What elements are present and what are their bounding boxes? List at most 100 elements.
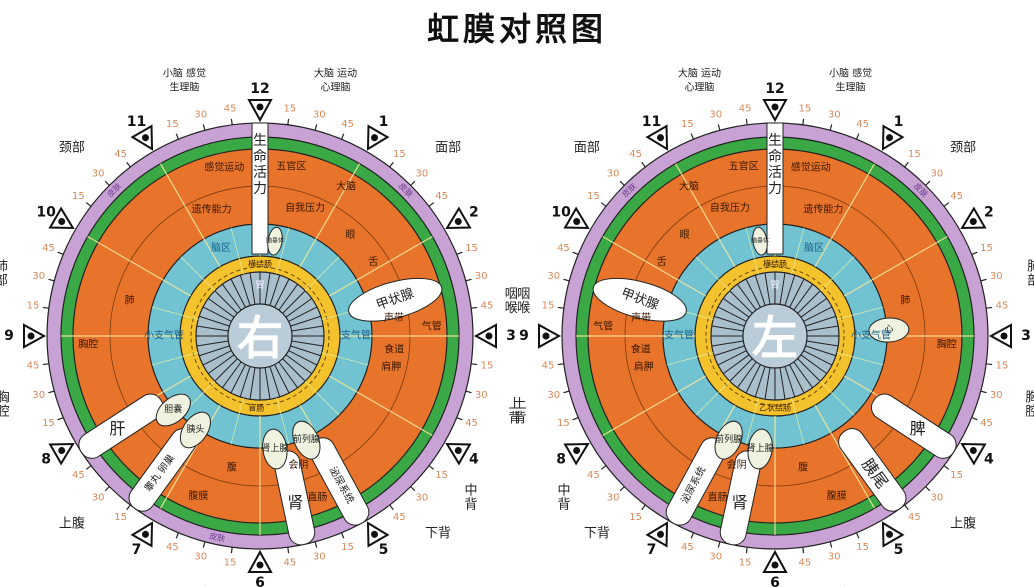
region-label: 面部	[574, 140, 600, 155]
organ-label: 自我压力	[710, 201, 750, 214]
minute-label: 45	[856, 119, 869, 130]
clock-number: 3	[506, 328, 516, 344]
tick-mark	[428, 202, 435, 207]
segment-line	[729, 358, 753, 382]
tick-mark	[314, 124, 318, 131]
organ-capsule	[348, 277, 443, 322]
region-label: 胸	[1025, 390, 1034, 405]
segment-line	[282, 358, 306, 382]
segment-line	[214, 358, 238, 382]
minute-label: 45	[224, 103, 237, 114]
marker-dot	[256, 561, 264, 569]
marker-dot	[657, 530, 664, 538]
minute-label: 45	[166, 542, 179, 553]
segment-line	[269, 274, 281, 306]
marker-dot	[58, 218, 66, 225]
clock-number: 5	[894, 542, 904, 558]
segment-line	[288, 306, 318, 322]
region-label: 咽	[517, 287, 530, 302]
clock-number: 11	[642, 114, 661, 130]
segment-line	[711, 325, 744, 332]
bar-label: 肾	[287, 493, 303, 512]
segment-line	[784, 274, 796, 306]
marker-dot	[969, 218, 977, 225]
minute-label: 15	[481, 360, 494, 371]
minute-label: 15	[341, 542, 354, 553]
white-bar	[870, 393, 957, 459]
region-label: 上	[513, 397, 526, 412]
tick-mark	[104, 180, 110, 186]
tick-mark	[456, 416, 463, 421]
minute-label: 30	[990, 271, 1003, 282]
minute-label: 45	[629, 149, 642, 160]
marker-dot	[142, 530, 149, 538]
organ-label: 直肠	[708, 491, 728, 504]
segment-line	[202, 306, 232, 322]
tick-mark	[904, 161, 909, 168]
marker-dot	[58, 447, 66, 454]
minute-label: 15	[629, 512, 642, 523]
region-label: 面部	[435, 140, 461, 155]
organ-label: 自我压力	[285, 201, 325, 214]
sector-line	[666, 352, 714, 366]
sector-line	[276, 227, 290, 275]
sector-line	[328, 235, 433, 297]
minute-label: 45	[435, 191, 448, 202]
marker-dot	[886, 530, 893, 538]
minute-label: 15	[224, 558, 237, 569]
white-bar-shape	[766, 122, 784, 255]
organ-label: 肺	[900, 295, 910, 307]
minute-label: 30	[547, 271, 560, 282]
minute-label: 15	[908, 149, 921, 160]
tick-mark	[85, 202, 92, 207]
tick-mark	[829, 124, 833, 131]
organ-capsule	[752, 226, 768, 256]
minute-label: 15	[27, 301, 40, 312]
minute-label: 15	[950, 470, 963, 481]
center-side-label: 右	[237, 311, 283, 365]
clock-number: 8	[556, 452, 566, 468]
tick-mark	[126, 161, 131, 168]
organ-label: 感觉运动	[204, 160, 244, 173]
tick-mark	[619, 180, 625, 186]
minute-label: 45	[481, 301, 494, 312]
capsule-label: 胰头	[186, 423, 204, 435]
organ-label: 腹	[798, 461, 808, 474]
organ-capsule	[747, 428, 773, 470]
capsule-label: 肾上腺	[261, 442, 288, 454]
tick-mark	[410, 486, 416, 492]
tick-mark	[855, 133, 860, 140]
minute-label: 15	[587, 191, 600, 202]
sector-line	[819, 256, 855, 292]
region-label: 腔	[0, 404, 10, 419]
minute-label: 15	[465, 243, 478, 254]
tick-mark	[641, 504, 646, 511]
organ-label: 胸腔	[78, 338, 98, 351]
minute-label: 15	[557, 418, 570, 429]
organ-label: 会阴	[727, 458, 747, 471]
marker-dot	[573, 447, 581, 454]
organ-capsule	[714, 420, 743, 460]
organ-label: 遗传能力	[803, 202, 843, 215]
tick-mark	[230, 547, 233, 554]
segment-line	[249, 272, 256, 305]
minute-label: 45	[72, 470, 85, 481]
clock-number: 9	[519, 328, 529, 344]
segment-line	[269, 366, 281, 398]
segment-line	[221, 361, 242, 389]
marker-dot	[771, 561, 779, 569]
organ-label: 小支气管	[144, 329, 184, 342]
minute-label: 30	[92, 492, 105, 503]
organ-label: 食道	[384, 343, 404, 356]
segment-line	[214, 290, 238, 314]
segment-line	[239, 366, 251, 398]
tick-mark	[85, 465, 92, 470]
minute-label: 30	[416, 492, 429, 503]
sector-line	[230, 397, 244, 445]
tick-mark	[104, 486, 110, 492]
minute-label: 30	[194, 552, 207, 563]
segment-line	[803, 350, 833, 366]
clock-number: 4	[469, 452, 479, 468]
clock-number: 11	[127, 114, 146, 130]
minute-label: 45	[393, 512, 406, 523]
